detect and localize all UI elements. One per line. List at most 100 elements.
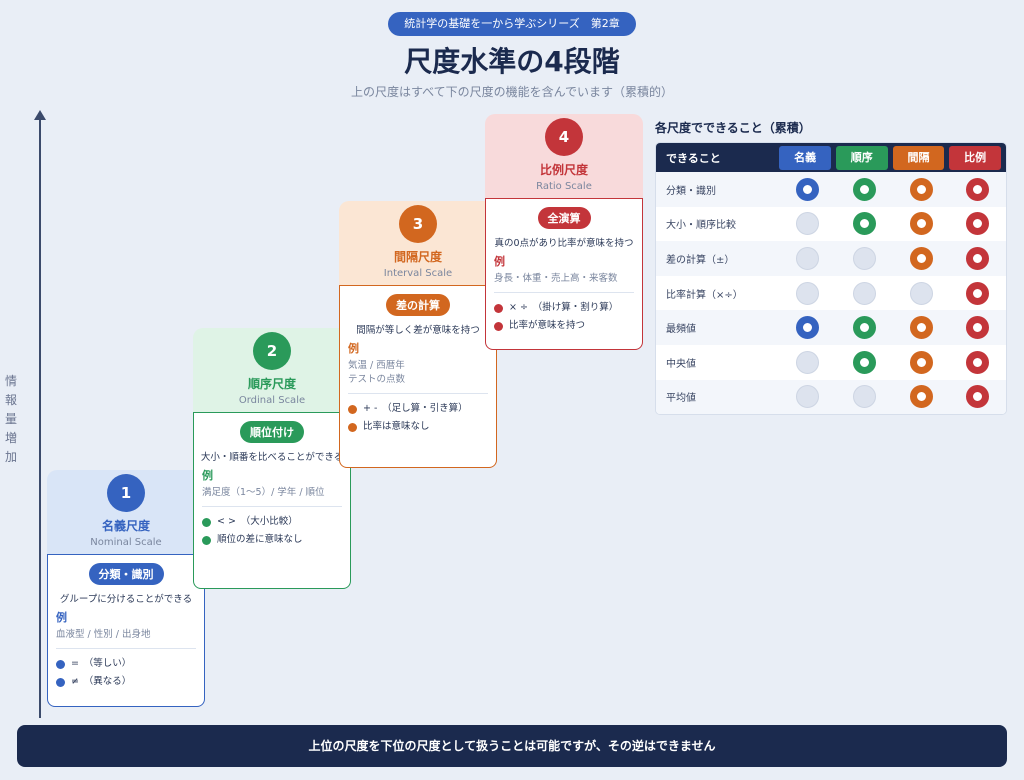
table-row: 平均値 [656,379,1006,415]
check-circle-icon [966,177,990,201]
row-label: 差の計算（±） [666,254,735,266]
capability-pill: 差の計算 [386,294,450,316]
scale-description: 間隔が等しく差が意味を持つ [356,325,480,336]
divider [202,506,342,507]
table-cell [949,212,1006,236]
examples: 血液型 / 性別 / 出身地 [56,628,196,642]
table-cell [779,385,836,409]
empty-circle-icon [852,281,876,305]
bullet-icon [56,659,65,669]
check-circle-icon [966,212,990,236]
table-cell [836,177,893,201]
table-cell [836,212,893,236]
operation-item: = （等しい） [56,655,196,669]
empty-circle-icon [796,350,820,374]
divider [494,292,634,293]
table-cell [949,385,1006,409]
check-circle-icon [852,177,876,201]
check-circle-icon [909,316,933,340]
scale-name: 間隔尺度 [393,250,442,264]
scale-english-name: Interval Scale [383,268,453,279]
table-cell [949,316,1006,340]
table-cell [779,350,836,374]
level-number: 1 [107,474,145,512]
example-text: 気温 / 西暦年 [348,360,405,371]
row-label: 分類・識別 [666,185,716,197]
level-number: 3 [399,205,437,243]
table-row: 中央値 [656,345,1006,380]
table-cell [779,316,836,340]
scale-english-name: Ratio Scale [536,181,592,192]
level-number: 2 [253,332,291,370]
example-heading: 例 [348,342,359,355]
check-circle-icon [852,316,876,340]
bullet-icon [348,422,357,432]
scale-description: 真の0点があり比率が意味を持つ [494,238,634,249]
capability-pill: 全演算 [537,207,591,229]
table-cell [949,246,1006,270]
table-cell [893,385,950,409]
table-cell [893,177,950,201]
check-circle-icon [852,212,876,236]
column-header-interval: 間隔 [892,145,945,170]
card-header: 1 名義尺度 Nominal Scale [47,470,205,554]
capability-table: できること名義順序間隔比例 分類・識別大小・順序比較差の計算（±）比率計算（×÷… [655,142,1007,416]
table-cell [893,350,950,374]
column-header-ratio: 比例 [949,145,1001,170]
examples: 満足度（1〜5）/ 学年 / 順位 [202,486,342,500]
scale-english-name: Ordinal Scale [238,395,306,406]
scale-card-ratio: 4 比例尺度 Ratio Scale 全演算 真の0点があり比率が意味を持つ 例… [485,114,643,350]
row-label: 中央値 [666,358,696,370]
table-cell [779,246,836,270]
card-header: 4 比例尺度 Ratio Scale [485,114,643,198]
operation-item: 比率が意味を持つ [494,317,634,331]
table-cell [779,177,836,201]
table-row: 比率計算（×÷） [656,276,1006,311]
bullet-icon [348,404,357,414]
check-circle-icon [909,350,933,374]
example-text: 身長・体重・売上高・来客数 [494,273,618,284]
table-row: 最頻値 [656,310,1006,345]
bullet-icon [202,535,211,545]
bullet-icon [494,303,503,313]
operation-item: ≠ （異なる） [56,673,196,687]
card-body: 順位付け 大小・順番を比べることができる 例 満足度（1〜5）/ 学年 / 順位… [193,412,351,589]
example-text: 満足度（1〜5）/ 学年 / 順位 [202,487,325,498]
scale-name: 名義尺度 [101,519,150,533]
empty-circle-icon [796,385,820,409]
table-row: 大小・順序比較 [656,207,1006,242]
scale-card-ordinal: 2 順序尺度 Ordinal Scale 順位付け 大小・順番を比べることができ… [193,328,351,589]
table-cell [949,177,1006,201]
operation-text: × ÷ （掛け算・割り算） [509,302,619,313]
operation-text: 順位の差に意味なし [217,534,303,545]
table-cell [949,350,1006,374]
card-body: 分類・識別 グループに分けることができる 例 血液型 / 性別 / 出身地 = … [47,554,205,707]
scale-name: 順序尺度 [247,377,296,391]
table-title: 各尺度でできること（累積） [655,121,811,135]
operation-text: 比率は意味なし [363,421,430,432]
table-row: 分類・識別 [656,172,1006,207]
divider [348,393,488,394]
footer-note: 上位の尺度を下位の尺度として扱うことは可能ですが、その逆はできません [17,725,1007,767]
example-heading: 例 [494,255,505,268]
card-header: 2 順序尺度 Ordinal Scale [193,328,351,412]
empty-circle-icon [796,212,820,236]
page-title: 尺度水準の4段階 [404,45,620,78]
examples: 身長・体重・売上高・来客数 [494,272,634,286]
capability-pill: 分類・識別 [88,563,164,585]
row-label: 比率計算（×÷） [666,289,743,301]
example-text: 血液型 / 性別 / 出身地 [56,629,151,640]
check-circle-icon [909,385,933,409]
card-header: 3 間隔尺度 Interval Scale [339,201,497,285]
check-circle-icon [796,177,820,201]
divider [56,648,196,649]
row-label: 平均値 [666,393,696,405]
scale-english-name: Nominal Scale [90,537,162,548]
check-circle-icon [966,350,990,374]
card-body: 差の計算 間隔が等しく差が意味を持つ 例 気温 / 西暦年テストの点数 + - … [339,285,497,468]
table-cell [949,281,1006,305]
table-row: 差の計算（±） [656,241,1006,276]
capability-pill: 順位付け [240,421,304,443]
example-heading: 例 [56,611,67,624]
operation-item: 比率は意味なし [348,418,488,432]
